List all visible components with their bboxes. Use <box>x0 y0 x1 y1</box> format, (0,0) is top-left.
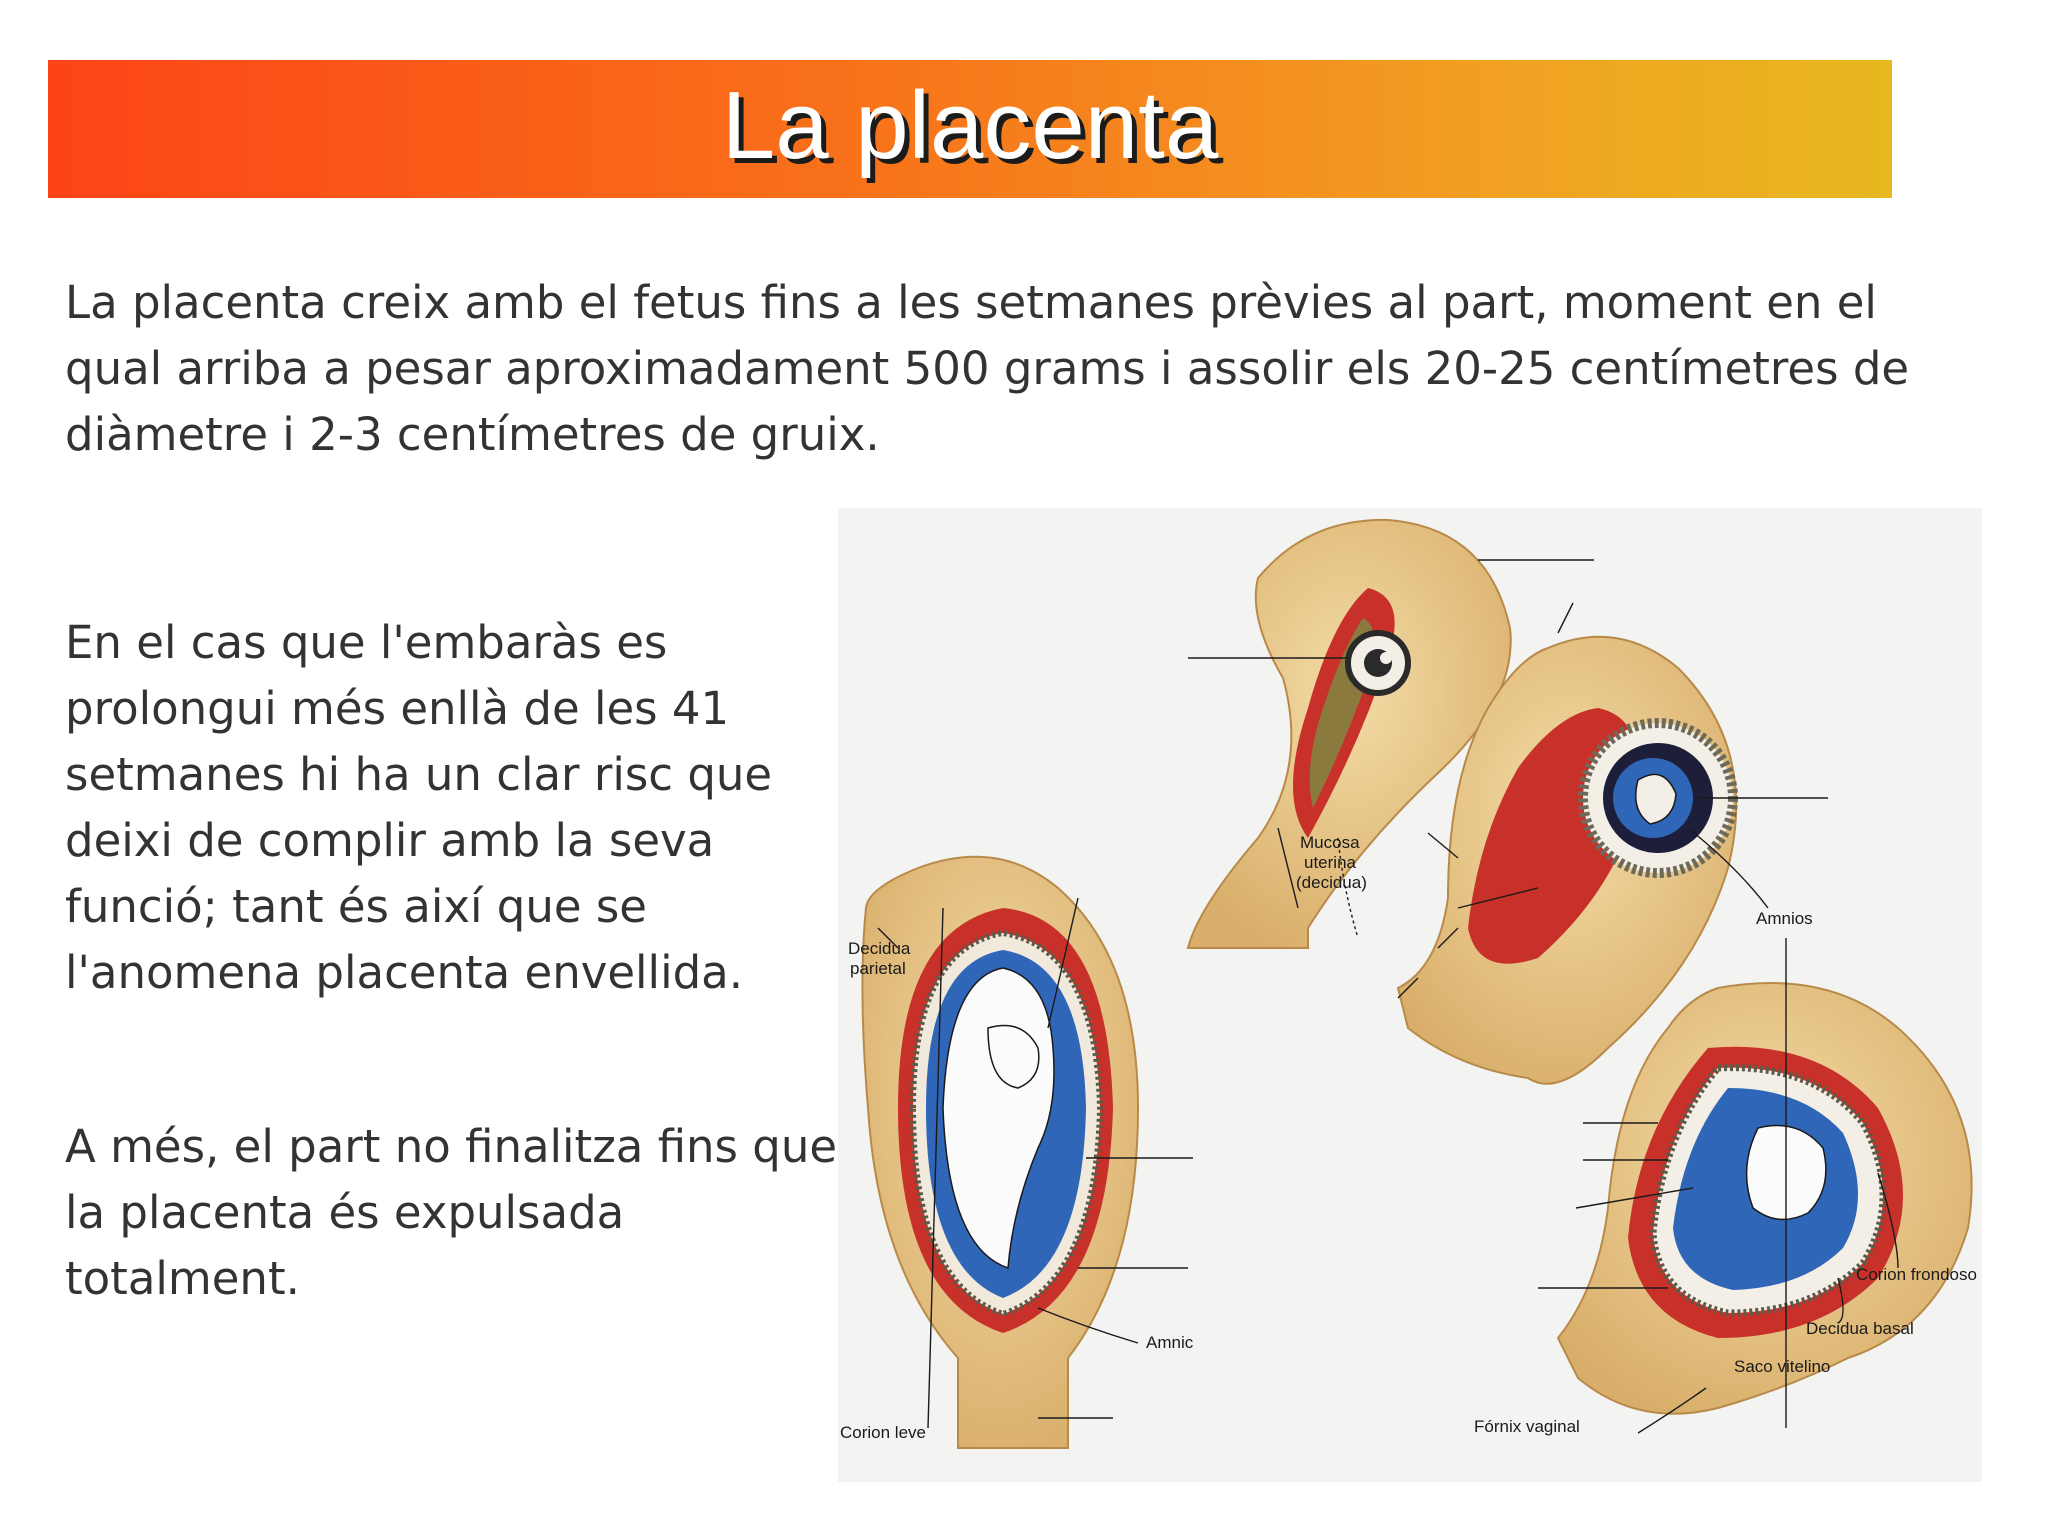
label-amnios: Amnios <box>1756 909 1813 928</box>
uterus-stage-4 <box>1538 938 1973 1434</box>
label-corion-leve: Corion leve <box>840 1423 926 1442</box>
label-decidua-parietal-2: parietal <box>850 959 906 978</box>
label-mucosa-2: uterina <box>1304 853 1357 872</box>
label-fornix-vaginal: Fórnix vaginal <box>1474 1417 1580 1436</box>
label-corion-frondoso: Corion frondoso <box>1856 1265 1977 1284</box>
placenta-diagram-svg: Mucosa uterina (decidua) Amnios Decidua … <box>840 518 1977 1449</box>
delivery-paragraph: A més, el part no finalitza fins que la … <box>65 1120 838 1305</box>
label-mucosa-1: Mucosa <box>1300 833 1360 852</box>
label-decidua-parietal-1: Decidua <box>848 939 911 958</box>
label-amnio-cut: Amnic <box>1146 1333 1194 1352</box>
label-mucosa-3: (decidua) <box>1296 873 1367 892</box>
uterus-stage-1 <box>1186 518 1594 949</box>
placenta-diagram: Mucosa uterina (decidua) Amnios Decidua … <box>838 508 1982 1482</box>
uterus-stage-2 <box>1396 602 1828 1085</box>
label-saco-vitelino: Saco vitelino <box>1734 1357 1830 1376</box>
title-bar: La placenta <box>48 60 1892 198</box>
prolonged-pregnancy-paragraph: En el cas que l'embaràs es prolongui més… <box>65 616 773 999</box>
slide-title: La placenta <box>721 72 1219 179</box>
uterus-stage-3 <box>861 855 1193 1449</box>
intro-paragraph: La placenta creix amb el fetus fins a le… <box>65 276 1910 461</box>
label-decidua-basal: Decidua basal <box>1806 1319 1914 1338</box>
